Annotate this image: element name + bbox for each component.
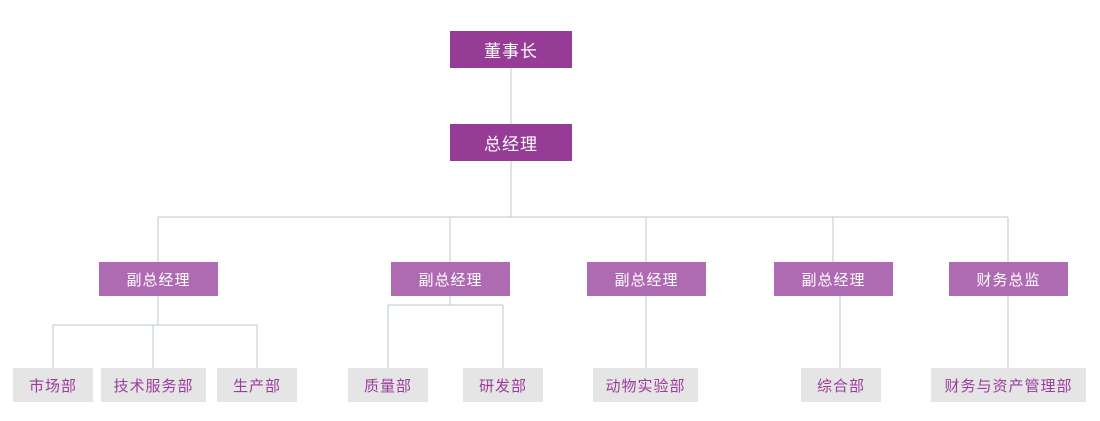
node-dept-technical-service[interactable]: 技术服务部 (101, 368, 206, 402)
node-dept-production-label: 生产部 (232, 377, 281, 395)
node-dept-general-affairs-label: 综合部 (816, 377, 865, 395)
node-chairman-label: 董事长 (484, 42, 538, 61)
node-dept-production[interactable]: 生产部 (217, 368, 297, 402)
node-general-manager-label: 总经理 (484, 135, 538, 154)
node-chairman[interactable]: 董事长 (450, 31, 572, 68)
node-vp-2[interactable]: 副总经理 (391, 262, 510, 296)
node-vp-1[interactable]: 副总经理 (99, 262, 218, 296)
node-vp-1-label: 副总经理 (126, 271, 191, 289)
node-dept-animal-experiment[interactable]: 动物实验部 (593, 368, 698, 402)
node-dept-finance-asset-management[interactable]: 财务与资产管理部 (931, 368, 1086, 402)
node-financial-director[interactable]: 财务总监 (949, 262, 1068, 296)
node-dept-finance-asset-management-label: 财务与资产管理部 (944, 377, 1073, 395)
node-dept-general-affairs[interactable]: 综合部 (801, 368, 881, 402)
node-dept-quality-label: 质量部 (363, 377, 412, 395)
node-dept-technical-service-label: 技术服务部 (113, 377, 194, 395)
node-dept-animal-experiment-label: 动物实验部 (605, 377, 686, 395)
node-vp-4-label: 副总经理 (801, 271, 866, 289)
node-dept-rnd[interactable]: 研发部 (463, 368, 543, 402)
node-dept-marketing[interactable]: 市场部 (13, 368, 93, 402)
node-vp-3[interactable]: 副总经理 (587, 262, 706, 296)
node-vp-2-label: 副总经理 (418, 271, 483, 289)
node-vp-4[interactable]: 副总经理 (774, 262, 893, 296)
node-vp-3-label: 副总经理 (614, 271, 679, 289)
node-dept-rnd-label: 研发部 (478, 377, 527, 395)
node-dept-marketing-label: 市场部 (28, 377, 77, 395)
node-general-manager[interactable]: 总经理 (450, 124, 572, 161)
node-financial-director-label: 财务总监 (976, 271, 1041, 289)
node-dept-quality[interactable]: 质量部 (348, 368, 428, 402)
